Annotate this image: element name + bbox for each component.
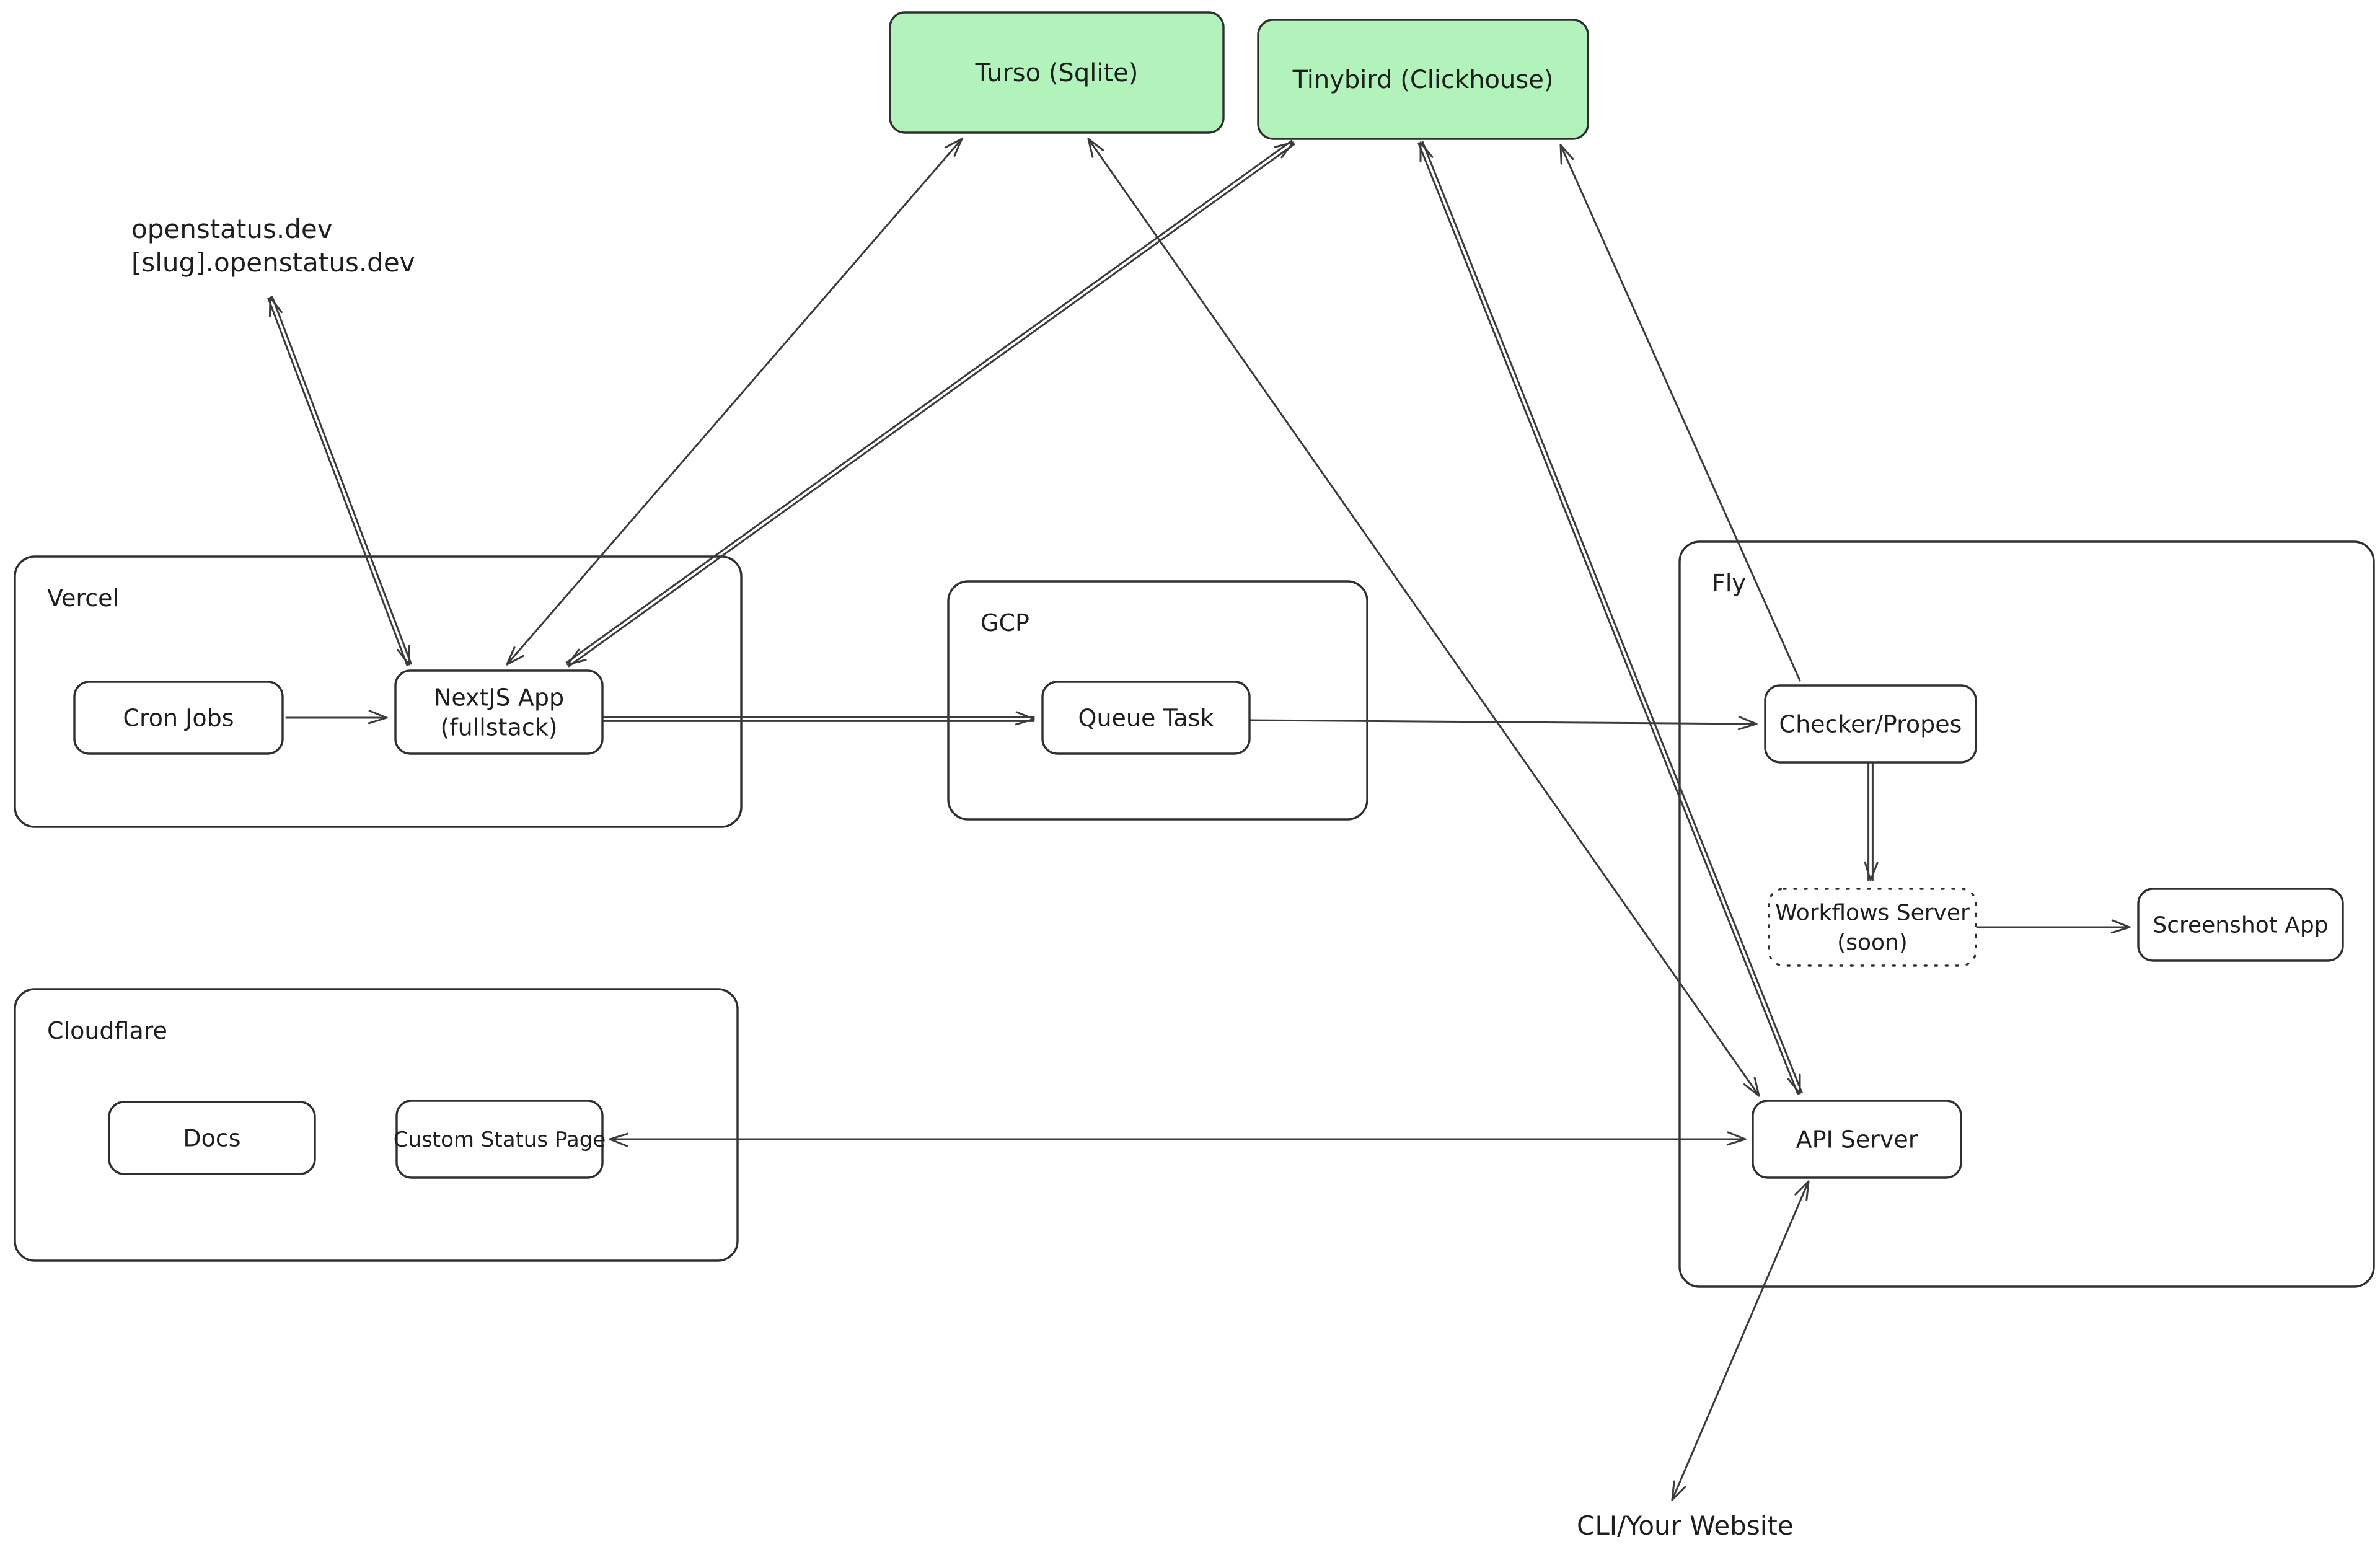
container-rect-cloudflare (14, 988, 739, 1262)
arrow-checker-to-workflows (1864, 762, 1879, 881)
box-rect-checker-propes (1764, 684, 1977, 764)
node-screenshot-app: Screenshot App (2137, 888, 2344, 962)
box-rect-docs (108, 1101, 316, 1175)
label-docs: Docs (183, 1124, 240, 1152)
node-tinybird: Tinybird (Clickhouse) (1257, 19, 1589, 140)
arrow-api-tinybird (1417, 141, 1803, 1095)
label-checker-propes: Checker/Propes (1779, 710, 1962, 738)
floating-label-cli-line-0: CLI/Your Website (1577, 1510, 1794, 1541)
node-checker-propes: Checker/Propes (1764, 684, 1977, 764)
arrow-api-turso (1087, 138, 1760, 1097)
box-rect-api-server (1752, 1100, 1962, 1179)
arrow-nextjs-to-queue (602, 711, 1035, 726)
arrows-layer (267, 138, 2131, 1501)
box-rect-queue-task (1041, 681, 1251, 755)
nodes-layer: Turso (Sqlite) Tinybird (Clickhouse) Cron … (73, 11, 2344, 1179)
label-api-server: API Server (1796, 1126, 1918, 1153)
arrow-checker-to-tinybird (1559, 144, 1801, 682)
label-nextjs-app-line-1: (fullstack) (440, 713, 557, 741)
floating-label-domains-line-0: openstatus.dev (131, 214, 333, 244)
box-rect-cron-jobs (73, 681, 284, 755)
label-fly: Fly (1712, 570, 1746, 597)
box-rect-workflows-server (1768, 888, 1977, 967)
label-workflows-server-line-0: Workflows Server (1775, 901, 1970, 926)
arrow-nextjs-tinybird (565, 139, 1295, 668)
arrow-status-page-api (609, 1131, 1747, 1147)
floating-label-domains-line-1: [slug].openstatus.dev (131, 247, 415, 278)
node-queue-task: Queue Task (1041, 681, 1251, 755)
node-workflows-server: Workflows Server (soon) (1768, 888, 1977, 967)
label-workflows-server-line-1: (soon) (1837, 930, 1908, 956)
arrow-nextjs-turso (506, 138, 963, 666)
label-gcp: GCP (981, 609, 1029, 637)
arrow-workflows-to-screenshot (1976, 919, 2131, 934)
label-turso: Turso (Sqlite) (975, 59, 1139, 87)
container-rect-vercel (14, 555, 743, 828)
node-turso: Turso (Sqlite) (889, 11, 1225, 134)
container-rect-gcp (947, 580, 1368, 821)
container-rect-fly (1678, 540, 2375, 1288)
label-nextjs-app-line-0: NextJS App (434, 684, 564, 711)
node-cron-jobs: Cron Jobs (73, 681, 284, 755)
label-cron-jobs: Cron Jobs (123, 704, 234, 731)
label-tinybird: Tinybird (Clickhouse) (1292, 66, 1554, 94)
floating-label-cli: CLI/Your Website (1577, 1510, 1794, 1541)
label-custom-status-page: Custom Status Page (394, 1127, 606, 1152)
label-cloudflare: Cloudflare (47, 1017, 167, 1044)
box-rect-nextjs-app (394, 669, 604, 755)
box-rect-screenshot-app (2137, 888, 2344, 962)
arrow-api-cli (1671, 1180, 1810, 1501)
box-rect-custom-status-page (395, 1100, 604, 1179)
labels-layer: openstatus.dev[slug].openstatus.devCLI/Y… (131, 214, 1794, 1541)
label-queue-task: Queue Task (1078, 704, 1214, 731)
node-custom-status-page: Custom Status Page (394, 1100, 606, 1179)
node-docs: Docs (108, 1101, 316, 1175)
node-api-server: API Server (1752, 1100, 1962, 1179)
node-cloudflare: Cloudflare (14, 988, 739, 1262)
arrow-queue-to-checker (1250, 716, 1758, 731)
node-fly: Fly (1678, 540, 2375, 1288)
label-screenshot-app: Screenshot App (2153, 913, 2328, 938)
floating-label-domains: openstatus.dev[slug].openstatus.dev (131, 214, 415, 278)
node-vercel: Vercel (14, 555, 743, 828)
box-rect-turso (889, 11, 1225, 134)
node-gcp: GCP (947, 580, 1368, 821)
arrow-domains-nextjs (267, 296, 412, 666)
arrow-cron-to-nextjs (285, 710, 388, 725)
label-vercel: Vercel (47, 584, 119, 612)
box-rect-tinybird (1257, 19, 1589, 140)
node-nextjs-app: NextJS App(fullstack) (394, 669, 604, 755)
